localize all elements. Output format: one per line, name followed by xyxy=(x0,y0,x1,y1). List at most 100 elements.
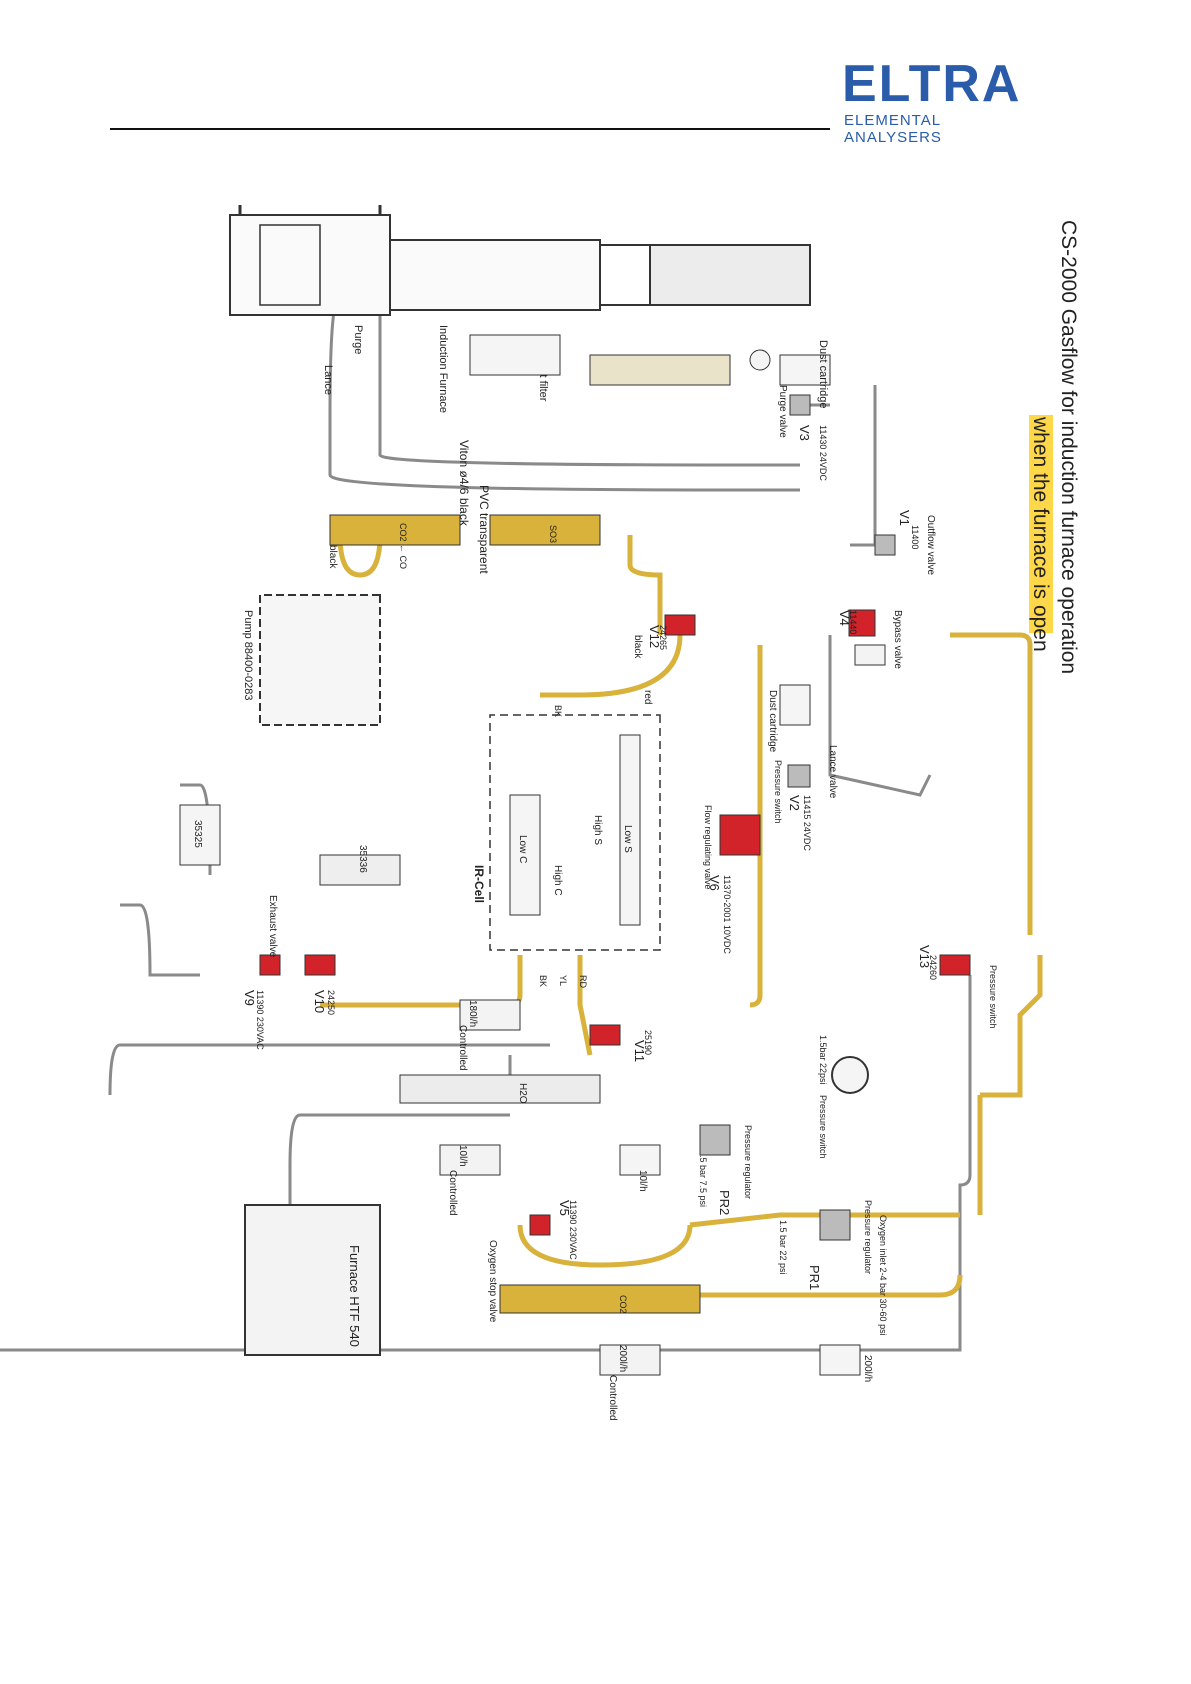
diagram-subtitle: when the furnace is open xyxy=(1029,416,1052,652)
flow-reg-label: Flow regulating valve xyxy=(703,805,713,890)
part-35325-label: 35325 xyxy=(192,820,203,848)
rate-200b-label: 200l/h xyxy=(862,1355,873,1382)
v11-spec: 25190 xyxy=(643,1030,653,1055)
o2-trap-line xyxy=(630,1274,963,1298)
oxygen-stop-label: Oxygen stop valve xyxy=(487,1240,498,1323)
rate-10a-label: 10l/h xyxy=(457,1145,468,1167)
diagram-title: CS-2000 Gasflow for induction furnace op… xyxy=(1057,220,1080,674)
ir-to-v10 xyxy=(340,955,523,1008)
v12-label: V12 xyxy=(647,625,662,648)
needle-valve-200 xyxy=(819,1344,861,1376)
bypass-gray-line xyxy=(828,635,932,797)
logo-word: ELTRA xyxy=(842,55,1022,113)
pump xyxy=(259,594,381,726)
oxygen-inlet-label: Oxygen inlet 2-4 bar 30-60 psi xyxy=(878,1215,888,1336)
pr2-regulator xyxy=(699,1124,731,1156)
purge-label: Purge xyxy=(352,325,364,354)
bk-label: BK xyxy=(553,705,563,717)
v2-valve xyxy=(787,764,811,788)
ir-cell xyxy=(489,714,661,951)
v2-spec: 11415 24VDC xyxy=(802,795,812,851)
rack-low xyxy=(288,1113,510,1225)
controlled2-label: Controlled xyxy=(447,1170,458,1216)
purge-valve-v3 xyxy=(789,394,811,416)
title-highlight xyxy=(1029,415,1053,633)
outflow-valve-label: Outflow valve xyxy=(925,515,936,575)
co2-return xyxy=(337,534,383,578)
v6-line xyxy=(749,645,763,1008)
pvc-label: PVC transparent xyxy=(477,485,491,574)
v5-spec: 11390 230VAC xyxy=(568,1200,578,1260)
lance-label: Lance xyxy=(322,365,334,395)
header-rule xyxy=(110,128,830,130)
rate-10b-label: 10l/h xyxy=(637,1170,648,1192)
viton-label: Viton ø4/6 black xyxy=(457,440,471,527)
pressure-switch-v2-label: Pressure switch xyxy=(773,760,783,824)
dust-tube-top xyxy=(589,354,731,386)
co2-to-v12 xyxy=(627,535,663,635)
furnace-label: Furnace HTF 540 xyxy=(347,1245,362,1347)
ir-cell-label: IR-Cell xyxy=(472,865,486,903)
h2o-label: H2O xyxy=(517,1083,528,1104)
bypass-valve-v4 xyxy=(848,609,876,637)
pr1-regulator xyxy=(819,1209,851,1241)
outflow-gray-line xyxy=(850,385,877,547)
v12-valve xyxy=(664,614,696,636)
v13-label: V13 xyxy=(917,945,932,968)
pressure-switch-v13-label: Pressure switch xyxy=(988,965,998,1029)
v11-label: V11 xyxy=(632,1040,647,1062)
black1-label: black xyxy=(327,545,338,569)
flowmeter-200 xyxy=(599,1344,661,1376)
pressure-switch-gauge-label: Pressure switch xyxy=(818,1095,828,1159)
furnace-htf540 xyxy=(244,1204,381,1356)
outflow-valve-v1 xyxy=(874,534,896,556)
dust-ball xyxy=(749,349,771,371)
v9-label: V9 xyxy=(242,990,257,1006)
dust-filter xyxy=(469,334,561,376)
logo-subtitle: ELEMENTAL ANALYSERS xyxy=(844,112,942,146)
v3-spec: 11430 24VDC xyxy=(818,425,828,481)
v12-to-ircell xyxy=(540,634,683,698)
high-c-label: High C xyxy=(552,865,563,896)
controlled3-label: Controlled xyxy=(607,1375,618,1421)
yl-label: YL xyxy=(558,975,568,986)
co2-trap-label: CO2 xyxy=(618,1295,628,1314)
v1-label: V1 xyxy=(897,510,912,526)
pressure-gauge xyxy=(831,1056,869,1094)
dust-cartridge-mid xyxy=(779,684,811,726)
gauge-spec: 1.5bar 22psi xyxy=(818,1035,828,1085)
induction-furnace xyxy=(229,205,811,316)
red-label: red xyxy=(642,690,653,704)
v12-spec: 24265 xyxy=(658,625,668,650)
controlled1-label: Controlled xyxy=(457,1025,468,1071)
v3-label: V3 xyxy=(797,425,812,441)
dust-cartridge-top-label: Dust cartridge xyxy=(817,340,829,408)
co2-trap-tube xyxy=(499,1284,701,1314)
pr1-label: PR1 xyxy=(807,1265,822,1290)
bypass-valve-body xyxy=(854,644,886,666)
filter-35325 xyxy=(179,804,221,866)
pr1-loop xyxy=(517,1224,693,1268)
low-c-label: Low C xyxy=(517,835,528,863)
eltra-logo: ELTRA ELEMENTAL ANALYSERS xyxy=(842,55,1042,146)
lance-valve-label: Lance valve xyxy=(827,745,838,799)
viton-purge-line xyxy=(378,295,800,467)
pump-label: Pump 88400-0283 xyxy=(242,610,254,701)
h2o-trap xyxy=(399,1074,601,1104)
low-c-cell xyxy=(509,794,541,916)
v13-valve xyxy=(939,954,971,976)
v10-label: V10 xyxy=(312,990,327,1013)
v4-spec: 11440 xyxy=(848,610,858,634)
rate-200a-label: 200l/h xyxy=(617,1345,628,1372)
v5-valve xyxy=(529,1214,551,1236)
exhaust-valve-label: Exhaust valve xyxy=(267,895,278,958)
pressure-reg1-label: Pressure regulator xyxy=(863,1200,873,1274)
pressure-reg2-label: Pressure regulator xyxy=(743,1125,753,1199)
pr1-spec: 1.5 bar 22 psi xyxy=(778,1220,788,1275)
so3-tube xyxy=(489,514,601,546)
black2-label: black xyxy=(632,635,643,659)
v1-spec: 11400 xyxy=(910,525,920,549)
co2-co-tube xyxy=(329,514,461,546)
bypass-valve-label: Bypass valve xyxy=(892,610,903,669)
